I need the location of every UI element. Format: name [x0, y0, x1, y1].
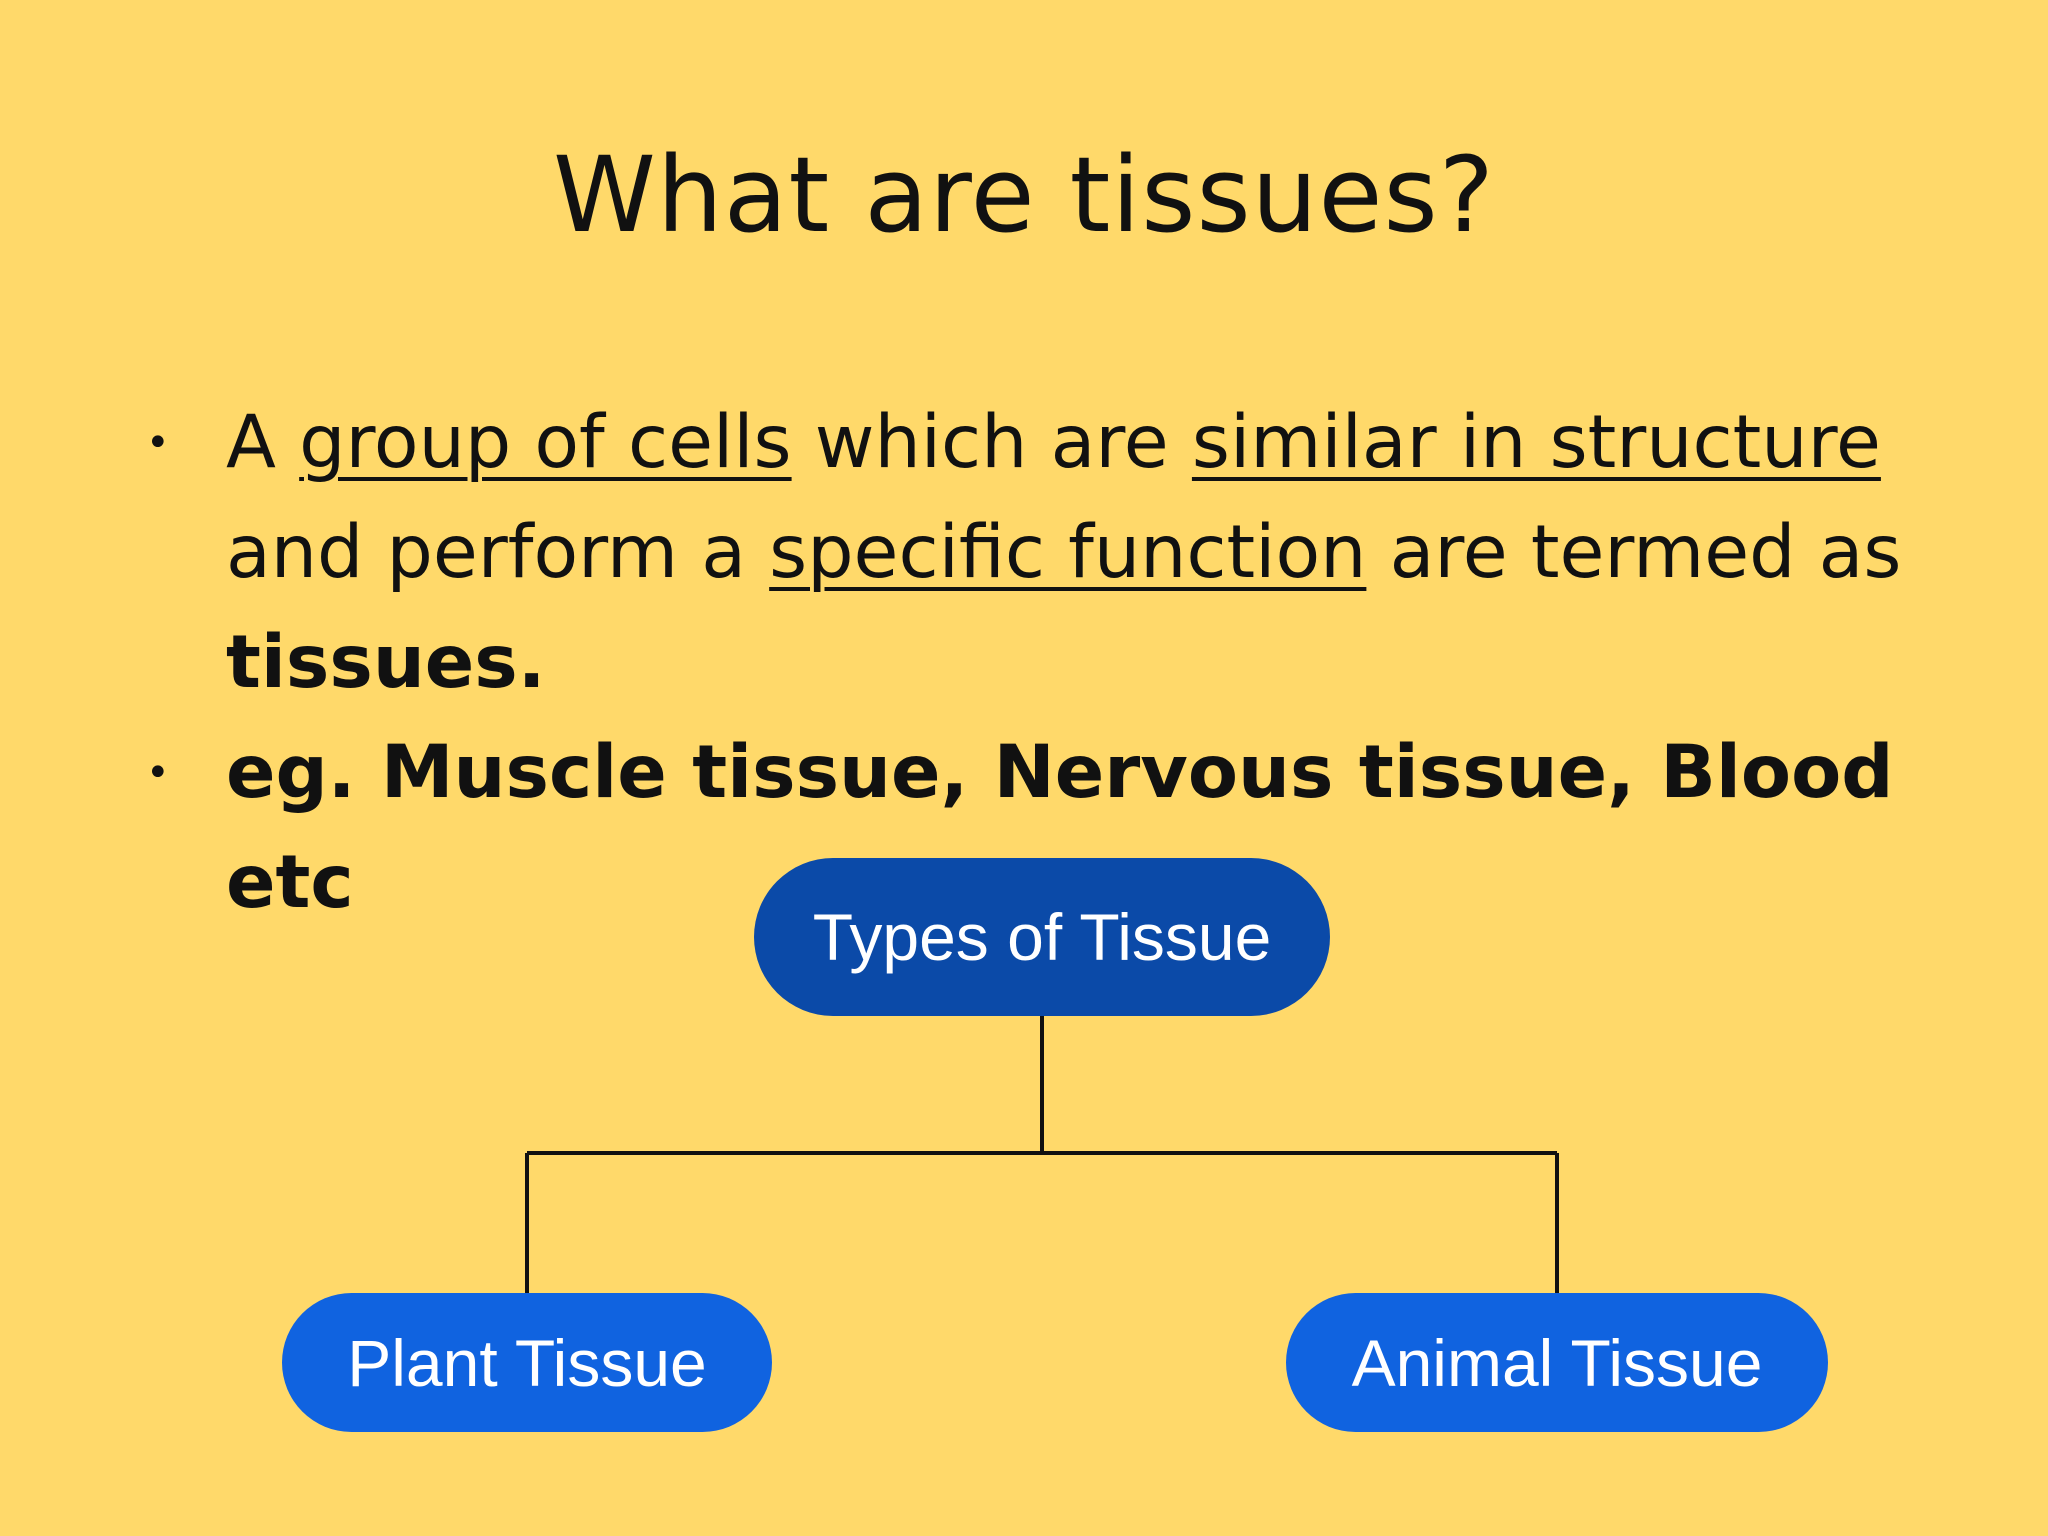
diagram-root-label: Types of Tissue [812, 900, 1272, 974]
bullet-dot-icon: • [146, 420, 170, 466]
diagram-child-node-plant: Plant Tissue [282, 1293, 772, 1432]
bullet-text-underlined: specific function [769, 510, 1367, 595]
bullet-text-segment: A [226, 400, 300, 485]
bullet-text-underlined: group of cells [299, 400, 792, 485]
bullet-list: • A group of cells which are similar in … [146, 388, 1976, 938]
bullet-text-bold: eg. Muscle tissue, Nervous tissue, Blood… [226, 730, 1894, 925]
diagram-child-node-animal: Animal Tissue [1286, 1293, 1828, 1432]
bullet-item: • A group of cells which are similar in … [146, 388, 1976, 718]
bullet-text-underlined: similar in structure [1191, 400, 1881, 485]
bullet-text-segment: and perform a [226, 510, 770, 595]
diagram-child-label: Animal Tissue [1351, 1325, 1763, 1400]
bullet-item: • eg. Muscle tissue, Nervous tissue, Blo… [146, 718, 1976, 938]
bullet-text-segment: are termed as [1366, 510, 1902, 595]
diagram-root-node: Types of Tissue [754, 858, 1330, 1016]
bullet-dot-icon: • [146, 750, 170, 796]
bullet-text-bold: tissues. [226, 620, 546, 705]
slide-title: What are tissues? [553, 134, 1495, 256]
bullet-text-segment: which are [791, 400, 1192, 485]
diagram-child-label: Plant Tissue [347, 1325, 707, 1400]
